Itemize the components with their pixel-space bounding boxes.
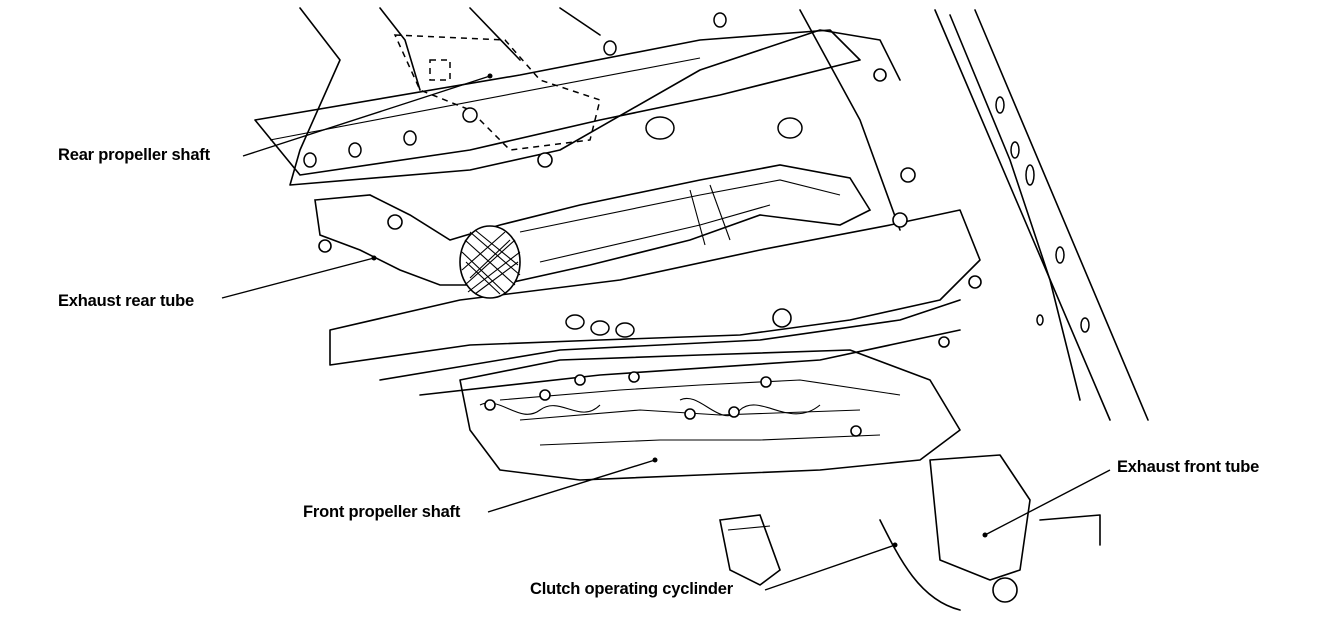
- exhaust-pipe: [314, 164, 872, 286]
- label-rear-propeller-shaft: Rear propeller shaft: [58, 146, 210, 164]
- transmission-housing: [459, 349, 961, 481]
- leader-lines: [221, 73, 1111, 591]
- mounting-holes: [303, 12, 1090, 338]
- exhaust-flex-joint: [459, 225, 521, 299]
- rear-propeller-shaft-shape: [393, 34, 601, 151]
- label-exhaust-front-tube: Exhaust front tube: [1117, 458, 1260, 476]
- frame-outline: [289, 7, 1149, 421]
- lower-crossmember: [329, 209, 981, 396]
- label-clutch-operating-cylinder: Clutch operating cyclinder: [530, 580, 733, 598]
- clutch-operating-cylinder-shape: [719, 514, 781, 586]
- label-exhaust-rear-tube: Exhaust rear tube: [58, 292, 194, 310]
- label-front-propeller-shaft: Front propeller shaft: [303, 503, 461, 521]
- bolts: [318, 68, 982, 437]
- exhaust-front-tube-shape: [879, 454, 1101, 611]
- upper-crossmember: [254, 29, 861, 176]
